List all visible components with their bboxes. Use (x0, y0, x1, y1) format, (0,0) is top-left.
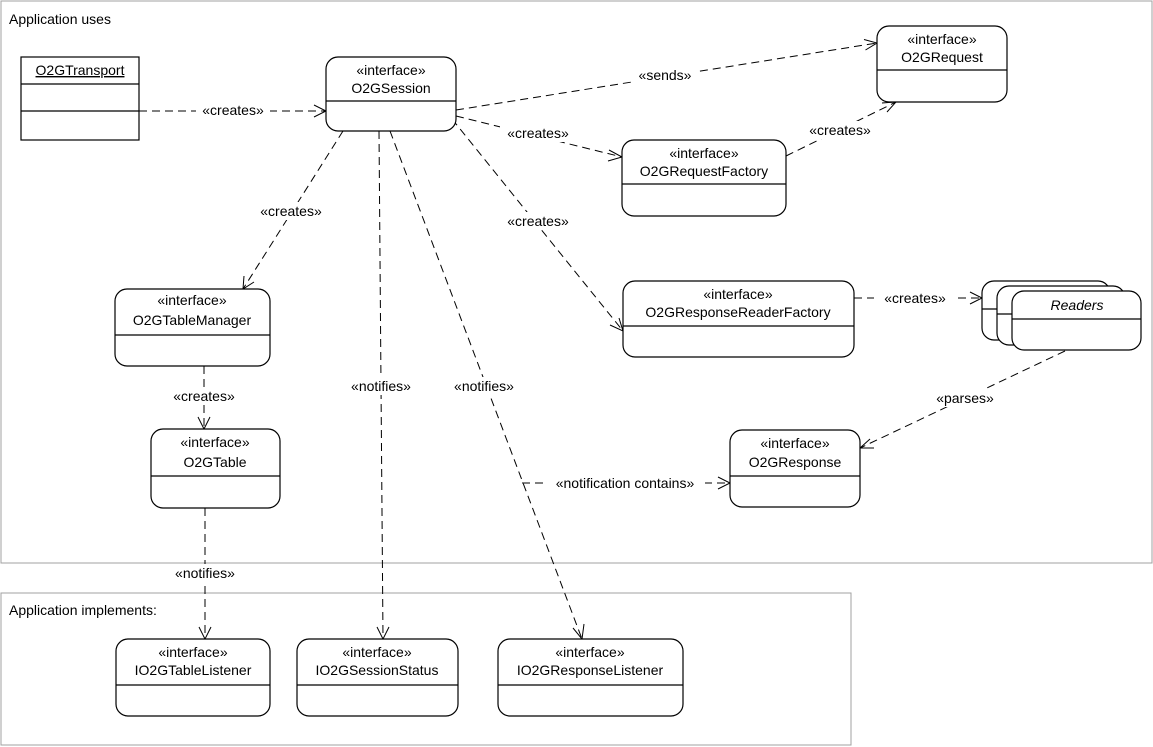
class-o2gtransport[interactable]: O2GTransport (20, 56, 140, 141)
class-o2grequest[interactable]: «interface» O2GRequest (876, 25, 1008, 103)
arrowhead (609, 317, 624, 332)
arrowhead (572, 623, 585, 641)
package-application-uses (0, 0, 1153, 564)
class-io2gresponselistener[interactable]: «interface» IO2GResponseListener (497, 638, 684, 717)
class-name: O2GRequestFactory (640, 163, 768, 179)
stereotype-label: «interface» (158, 644, 227, 660)
stereotype-label: «interface» (342, 644, 411, 660)
edge-label-session-request: «sends» (639, 67, 692, 83)
edge-labels: «creates» «sends» «creates» «creates» «c… (166, 66, 1000, 582)
edge-label-request-factory-request: «creates» (809, 122, 871, 138)
class-name: IO2GResponseListener (517, 662, 664, 678)
class-name: Readers (1051, 297, 1104, 313)
stereotype-label: «interface» (157, 292, 226, 308)
class-o2gresponsereaderfactory[interactable]: «interface» O2GResponseReaderFactory (622, 280, 855, 358)
class-o2gtable[interactable]: «interface» O2GTable (150, 428, 281, 509)
arrowhead (858, 438, 874, 449)
class-io2gsessionstatus[interactable]: «interface» IO2GSessionStatus (296, 638, 459, 717)
edge-label-transport-session: «creates» (202, 102, 264, 118)
edge-label-session-request-factory: «creates» (507, 125, 569, 141)
class-name: IO2GTableListener (135, 662, 252, 678)
edge-label-session-status-notify: «notifies» (351, 378, 411, 394)
package-application-implements (0, 592, 852, 746)
class-name: O2GResponseReaderFactory (645, 304, 830, 320)
stereotype-label: «interface» (356, 62, 425, 78)
arrowhead (863, 39, 879, 51)
edge-label-session-reader-factory: «creates» (507, 213, 569, 229)
stereotype-label: «interface» (760, 435, 829, 451)
edge-label-table-manager-table: «creates» (173, 388, 235, 404)
stereotype-label: «interface» (703, 286, 772, 302)
edge-label-notification-contains: «notification contains» (556, 475, 695, 491)
edge-request-factory-request (785, 101, 897, 157)
edge-readers-response (859, 350, 1066, 449)
package-label-application-uses: Application uses (9, 11, 111, 27)
edge-label-session-response-listener: «notifies» (454, 378, 514, 394)
class-io2gtablelistener[interactable]: «interface» IO2GTableListener (115, 638, 271, 717)
class-readers[interactable]: Readers (981, 280, 1142, 351)
class-name: O2GResponse (749, 454, 842, 470)
stereotype-label: «interface» (180, 434, 249, 450)
stereotype-label: «interface» (555, 644, 624, 660)
class-name: O2GTableManager (133, 312, 252, 328)
class-o2gsession[interactable]: «interface» O2GSession (325, 56, 457, 132)
class-o2grequestfactory[interactable]: «interface» O2GRequestFactory (621, 139, 787, 217)
edge-label-reader-factory-readers: «creates» (884, 290, 946, 306)
class-name: O2GTable (183, 454, 246, 470)
class-o2gtablemanager[interactable]: «interface» O2GTableManager (114, 288, 271, 367)
stereotype-label: «interface» (669, 145, 738, 161)
class-name: O2GSession (351, 80, 430, 96)
edge-label-readers-response: «parses» (936, 390, 994, 406)
class-name: O2GRequest (901, 49, 983, 65)
class-name: IO2GSessionStatus (316, 662, 439, 678)
readers-stack-front (1011, 290, 1142, 351)
class-o2gresponse[interactable]: «interface» O2GResponse (729, 429, 861, 508)
edges (139, 39, 1066, 641)
stereotype-label: «interface» (907, 31, 976, 47)
edge-label-session-table-manager: «creates» (260, 203, 322, 219)
package-label-application-implements: Application implements: (9, 602, 157, 618)
edge-label-table-listener-notify: «notifies» (175, 565, 235, 581)
class-name: O2GTransport (36, 62, 125, 78)
